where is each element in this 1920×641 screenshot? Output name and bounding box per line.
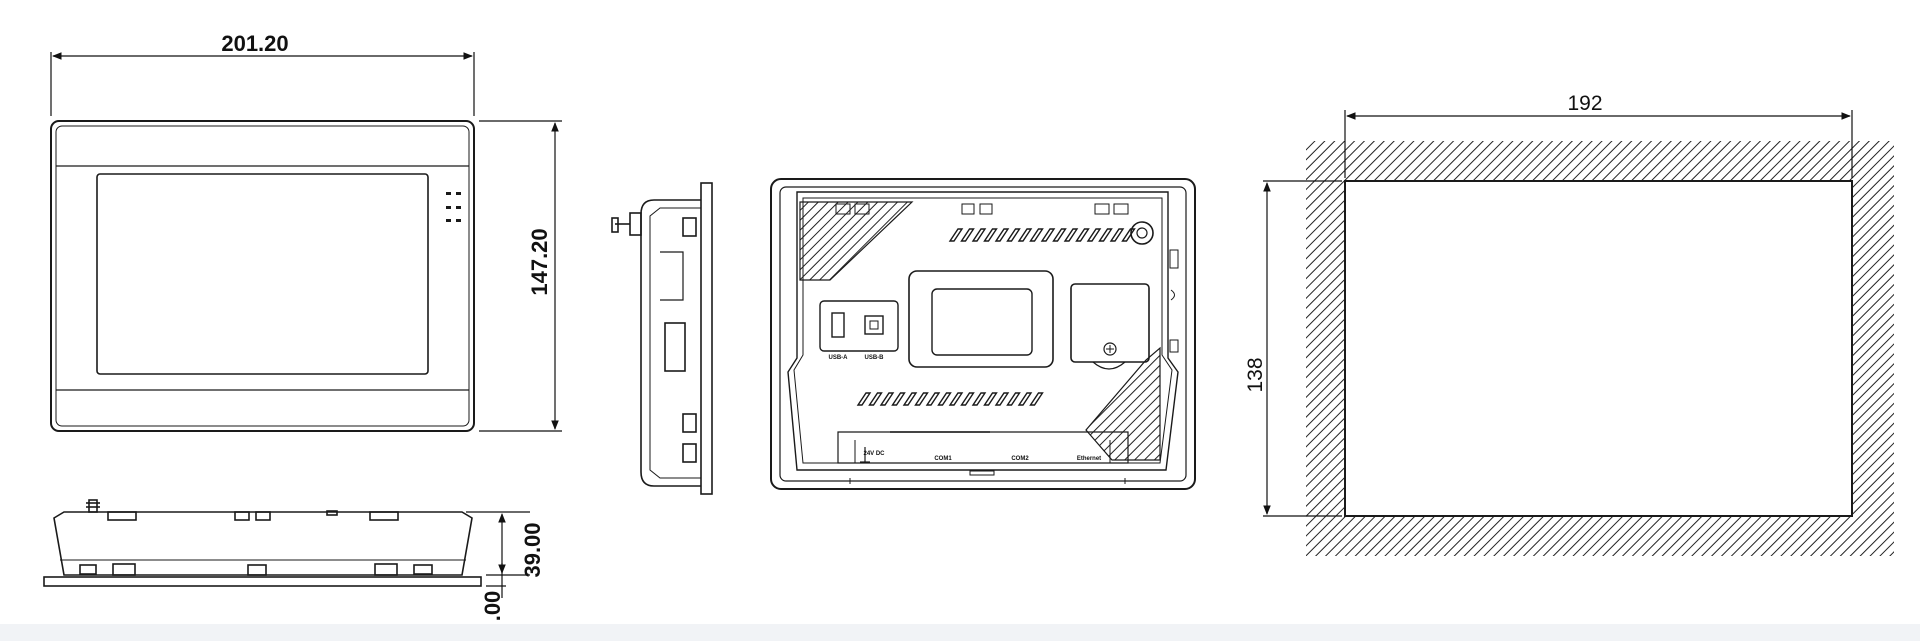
bottom-bezel <box>43 576 482 587</box>
usb-b-port <box>864 315 884 335</box>
front-bezel-outline <box>50 120 475 432</box>
vent-slot <box>914 392 929 406</box>
usb-a-label: USB-A <box>829 355 849 361</box>
side-antenna-connector <box>629 212 642 236</box>
vent-slot <box>1029 392 1044 406</box>
front-view <box>50 120 475 432</box>
vent-slot <box>971 392 987 406</box>
depth-dimension <box>466 511 530 598</box>
front-width-label: 201.20 <box>221 31 288 56</box>
rear-bezel-outline <box>770 178 1196 490</box>
bezel-thickness-label: .00 <box>480 591 505 622</box>
rear-screw-top <box>1130 221 1154 245</box>
side-bezel <box>700 182 713 495</box>
front-screen <box>96 173 429 375</box>
rear-label-window <box>931 288 1033 356</box>
power-label: 24V DC <box>863 451 885 457</box>
rear-housing <box>787 191 1179 471</box>
cutout-opening <box>1344 180 1853 517</box>
vent-slot <box>960 392 975 406</box>
vent-slot <box>1086 228 1102 242</box>
cutout-width-label: 192 <box>1567 92 1602 115</box>
ethernet-label: Ethernet <box>1077 456 1101 462</box>
bottom-housing <box>53 511 473 576</box>
battery-cover <box>1070 283 1150 363</box>
rear-vents-top <box>948 228 1136 242</box>
vent-slot <box>879 392 895 406</box>
cutout-width-dimension <box>1344 110 1853 178</box>
front-height-label: 147.20 <box>527 228 552 295</box>
vent-slot <box>937 392 952 406</box>
technical-drawing: 201.20 147.20 39.00 .00 <box>43 31 1894 622</box>
com1-label: COM1 <box>934 456 952 462</box>
vent-slot <box>1040 228 1056 242</box>
vent-slot <box>948 228 964 242</box>
usb-a-port <box>831 312 845 338</box>
rear-hatch-top-left <box>799 201 914 281</box>
front-bezel-inner <box>55 125 470 427</box>
rear-vents-bottom <box>856 392 1044 406</box>
vent-slot <box>960 228 975 242</box>
vent-slot <box>971 228 987 242</box>
usb-port-panel <box>819 300 899 352</box>
vent-slot <box>983 392 998 406</box>
vent-slot <box>1006 228 1021 242</box>
vent-slot <box>994 392 1010 406</box>
vent-slot <box>983 228 998 242</box>
vent-slot <box>902 392 918 406</box>
vent-slot <box>856 392 872 406</box>
front-height-dimension <box>479 120 562 432</box>
vent-slot <box>1017 392 1033 406</box>
vent-slot <box>948 392 964 406</box>
vent-slot <box>1063 228 1079 242</box>
vent-slot <box>1109 228 1125 242</box>
vent-slot <box>1006 392 1021 406</box>
vent-slot <box>1017 228 1033 242</box>
vent-slot <box>925 392 941 406</box>
cutout-height-dimension <box>1263 180 1342 517</box>
side-view <box>611 182 713 495</box>
vent-slot <box>1121 228 1136 242</box>
vent-slot <box>891 392 906 406</box>
vent-slot <box>1052 228 1067 242</box>
vent-slot <box>1098 228 1113 242</box>
bottom-view <box>43 499 482 587</box>
vent-slot <box>868 392 883 406</box>
bottom-antenna-connector <box>88 499 98 513</box>
rear-view <box>770 178 1196 490</box>
cutout-height-label: 138 <box>1244 357 1267 392</box>
rear-center-panel <box>908 270 1054 368</box>
vent-slot <box>1075 228 1090 242</box>
vent-slot <box>994 228 1010 242</box>
vent-slot <box>1029 228 1044 242</box>
side-housing <box>640 199 701 487</box>
status-leds <box>446 192 461 222</box>
depth-label: 39.00 <box>520 522 545 577</box>
panel-cutout <box>1306 141 1894 556</box>
front-width-dimension <box>50 52 475 116</box>
com2-label: COM2 <box>1011 456 1029 462</box>
usb-b-label: USB-B <box>865 355 885 361</box>
bottom-strip <box>0 624 1920 641</box>
battery-cover-screw <box>1103 342 1117 356</box>
